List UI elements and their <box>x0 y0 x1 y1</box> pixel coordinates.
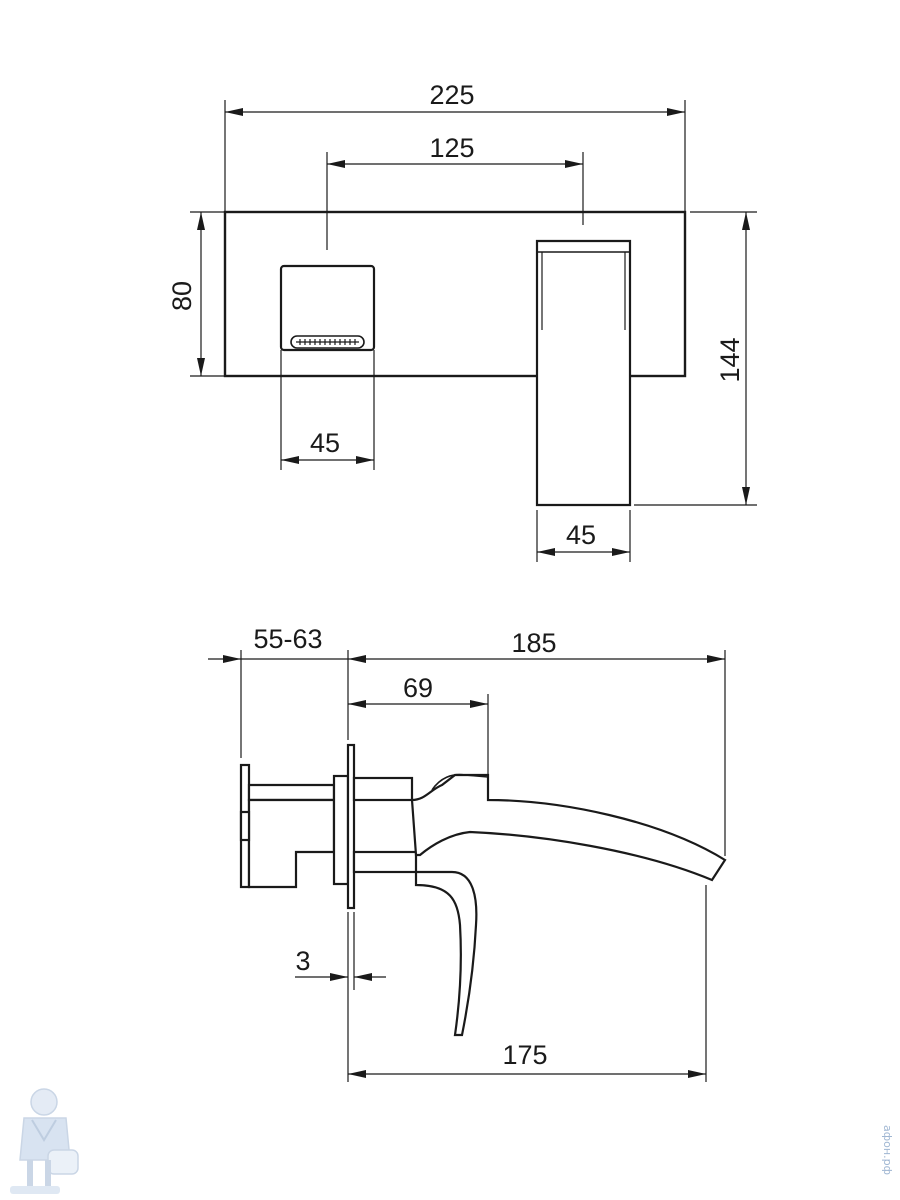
dimension-total-height: 144 <box>634 211 757 506</box>
front-view: 225 125 80 144 <box>167 80 757 562</box>
dim-label-3: 3 <box>295 946 310 976</box>
dimension-handle-offset: 69 <box>348 673 489 775</box>
dim-label-45-handle: 45 <box>310 428 340 458</box>
dimension-wall-depth: 55-63 <box>208 624 349 758</box>
dim-label-69: 69 <box>403 673 433 703</box>
mixer-body-side <box>239 763 350 889</box>
dim-label-144: 144 <box>715 337 745 382</box>
lower-connector <box>352 850 418 874</box>
side-view: 55-63 185 69 3 <box>208 624 727 1082</box>
dimension-spout-reach: 185 <box>348 628 726 856</box>
spout-top-bump <box>431 773 489 791</box>
handle-grip-ribs <box>296 339 359 345</box>
dim-label-80: 80 <box>167 281 197 311</box>
cover-plate-side <box>346 743 356 910</box>
lever-side <box>414 870 478 1037</box>
dimension-plate-thickness: 3 <box>295 912 386 1082</box>
dim-label-55-63: 55-63 <box>253 624 322 654</box>
dimension-handle-width: 45 <box>280 350 375 470</box>
watermark-text: афон.рф <box>881 1125 894 1175</box>
dim-label-185: 185 <box>511 628 556 658</box>
dimension-spout-center: 125 <box>326 133 584 250</box>
dimension-outlet-distance: 175 <box>348 885 707 1082</box>
dimension-overall-width: 225 <box>224 80 686 212</box>
dim-label-175: 175 <box>502 1040 547 1070</box>
plumber-logo <box>10 1088 79 1194</box>
dim-label-225: 225 <box>429 80 474 110</box>
handle-front <box>279 264 376 352</box>
dimension-plate-height: 80 <box>167 211 225 377</box>
dim-label-45-spout: 45 <box>566 520 596 550</box>
spout-front <box>535 239 632 507</box>
upper-connector <box>352 776 414 802</box>
dimension-spout-width: 45 <box>536 510 631 562</box>
spout-side <box>410 773 727 882</box>
dim-label-125: 125 <box>429 133 474 163</box>
